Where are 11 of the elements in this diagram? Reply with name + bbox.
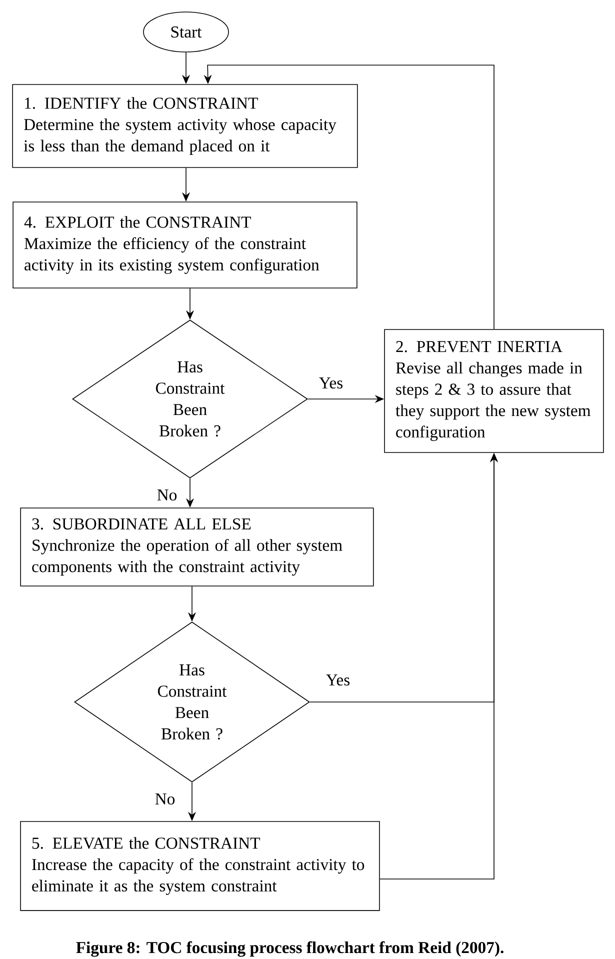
process-box: 1. IDENTIFY the CONSTRAINT Determine the system activity whose capacity is less than the demand placed on it xyxy=(12,84,358,168)
caption: Figure 8: TOC focusing process flowchart from Reid (2007). xyxy=(76,941,504,957)
edge-label: No xyxy=(153,792,177,806)
process-box: 3. SUBORDINATE ALL ELSE Synchronize the operation of all other system components with the constraint activity xyxy=(20,508,374,586)
edge-label: Yes xyxy=(318,376,344,390)
process-box: 4. EXPLOIT the CONSTRAINT Maximize the efficiency of the constraint activity in its existing system configuration xyxy=(12,202,358,288)
edge-label: No xyxy=(155,488,179,502)
process-box: 2. PREVENT INERTIA Revise all changes made in steps 2 & 3 to assure that they support the new system configuration xyxy=(384,329,604,453)
process-box: 5. ELEVATE the CONSTRAINT Increase the capacity of the constraint activity to eliminate it as the system constraint xyxy=(20,821,380,911)
start-oval: Start xyxy=(143,12,229,52)
edge-label: Yes xyxy=(324,673,352,687)
